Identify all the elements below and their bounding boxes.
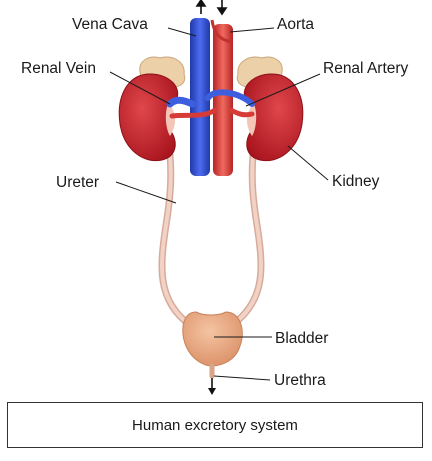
aorta-leader — [229, 27, 275, 33]
caption: Human excretory system — [132, 416, 298, 434]
urine-flow-arrow — [208, 378, 216, 395]
ureter-leader — [115, 181, 177, 204]
left-renal-vein — [166, 96, 196, 108]
right-ureter — [228, 151, 265, 329]
label-kidney: Kidney — [332, 173, 380, 190]
label-urethra: Urethra — [274, 372, 326, 389]
urethra-leader — [213, 375, 271, 381]
label-renal-vein: Renal Vein — [21, 60, 96, 77]
label-bladder: Bladder — [275, 330, 328, 347]
blood-flow-arrows — [195, 0, 228, 16]
caption-box: Human excretory system — [7, 402, 423, 448]
label-vena-cava: Vena Cava — [72, 16, 148, 33]
label-aorta: Aorta — [277, 16, 314, 33]
label-renal-artery: Renal Artery — [323, 60, 409, 77]
renal-vein-leader — [109, 71, 171, 105]
left-ureter — [158, 151, 194, 329]
excretory-system-diagram: Vena Cava Aorta Renal Vein Renal Artery … — [21, 0, 409, 395]
left-renal-artery — [169, 107, 218, 119]
vena-cava-leader — [167, 27, 197, 37]
aorta — [213, 24, 233, 176]
kidney-leader — [287, 145, 329, 181]
right-renal-vein — [205, 89, 255, 107]
label-ureter: Ureter — [56, 174, 99, 191]
renal-artery-leader — [245, 73, 321, 107]
bladder — [182, 311, 243, 367]
vena-cava — [190, 18, 210, 176]
right-renal-artery — [228, 107, 255, 118]
